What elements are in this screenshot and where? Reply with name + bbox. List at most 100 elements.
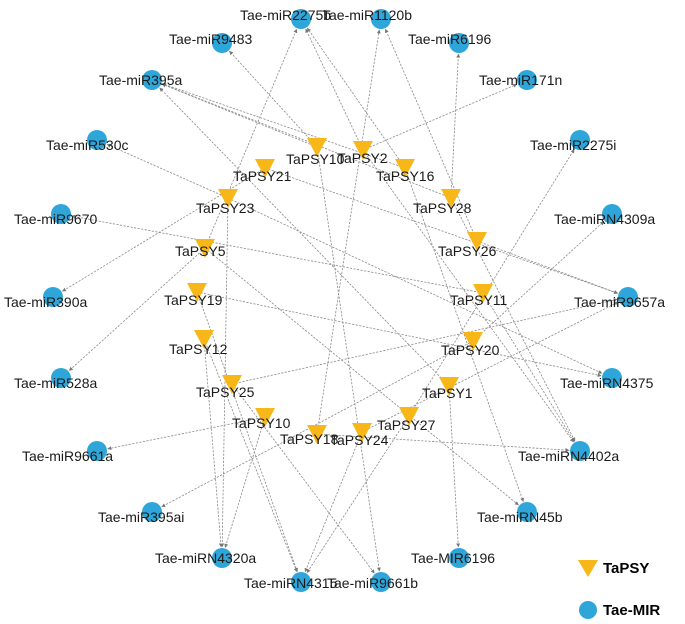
mir-label-m9483: Tae-miR9483: [169, 31, 252, 47]
mir-node-m395ai[interactable]: [142, 502, 162, 522]
edge-p10b-n4320a: [224, 416, 266, 548]
mir-node-m1120b[interactable]: [371, 9, 391, 29]
mir-node-n4315[interactable]: [291, 572, 311, 592]
edge-p23-m530c: [106, 144, 229, 199]
psy-label-p5: TaPSY5: [175, 243, 226, 259]
edge-p23-n4375: [227, 197, 603, 374]
mir-node-M6196[interactable]: [449, 548, 469, 568]
mir-label-n4315: Tae-miRN4315: [244, 575, 338, 591]
psy-label-p12: TaPSY12: [169, 341, 228, 357]
psy-label-p25: TaPSY25: [196, 384, 255, 400]
mir-node-n4375[interactable]: [602, 368, 622, 388]
psy-node-p18[interactable]: [307, 425, 327, 444]
mir-node-m171n[interactable]: [517, 70, 537, 90]
edge-p20-m395ai: [161, 340, 474, 508]
mir-node-m9670[interactable]: [51, 204, 71, 224]
psy-node-p23[interactable]: [218, 189, 238, 208]
edge-p28-m6196: [450, 53, 461, 199]
mir-node-m395a[interactable]: [142, 70, 162, 90]
mir-node-m9661a[interactable]: [87, 441, 107, 461]
edge-p16-m395a: [162, 82, 406, 169]
psy-node-p11[interactable]: [473, 284, 493, 303]
psy-label-p21: TaPSY21: [233, 168, 292, 184]
mir-node-m530c[interactable]: [87, 130, 107, 150]
psy-node-p27[interactable]: [399, 407, 419, 426]
edge-p2-n4402a: [362, 149, 574, 443]
edge-p24-m9657a: [361, 301, 619, 433]
edge-p10-m395a: [161, 83, 318, 148]
edge-p28-m395a: [161, 83, 452, 199]
mir-label-m9661b: Tae-miR9661b: [327, 575, 418, 591]
edge-p25-m9661b: [231, 383, 375, 574]
edge-p26-m1120b: [384, 28, 478, 242]
edge-p12-n4320a: [203, 338, 223, 548]
edge-p5-n45b: [204, 247, 519, 506]
legend-circle-icon: [579, 601, 597, 619]
psy-node-p5[interactable]: [195, 239, 215, 258]
edge-p19-n4315: [196, 291, 298, 573]
mir-node-n4320a[interactable]: [212, 548, 232, 568]
legend-label-1: Tae-MIR: [603, 602, 660, 619]
psy-label-p18: TaPSY18: [280, 431, 339, 447]
mir-label-m9657a: Tae-miR9657a: [574, 294, 665, 310]
mir-node-m9483[interactable]: [212, 33, 232, 53]
psy-node-p19[interactable]: [187, 283, 207, 302]
mir-node-m528a[interactable]: [51, 368, 71, 388]
edge-p10-m9483: [229, 50, 318, 148]
psy-node-p1[interactable]: [439, 377, 459, 396]
psy-label-p26: TaPSY26: [438, 243, 497, 259]
mir-node-m9661b[interactable]: [371, 572, 391, 592]
psy-node-p21[interactable]: [255, 159, 275, 178]
mir-label-M6196: Tae-MIR6196: [411, 550, 495, 566]
mir-label-n4309a: Tae-miRN4309a: [554, 211, 655, 227]
mir-node-m6196[interactable]: [449, 33, 469, 53]
mir-label-m6196: Tae-miR6196: [408, 31, 491, 47]
edge-p10-m9661b: [316, 146, 381, 572]
mir-label-m2275b: Tae-miR2275b: [240, 7, 331, 23]
psy-label-p23: TaPSY23: [196, 200, 255, 216]
edge-p1-M6196: [448, 385, 461, 548]
edge-p23-n4320a: [220, 197, 229, 548]
mir-label-m9661a: Tae-miR9661a: [22, 448, 113, 464]
psy-node-p25[interactable]: [222, 375, 242, 394]
psy-node-p28[interactable]: [441, 189, 461, 208]
psy-node-p10b[interactable]: [255, 408, 275, 427]
mir-node-m2275i[interactable]: [570, 130, 590, 150]
psy-node-p24[interactable]: [352, 423, 372, 442]
mir-label-m395a: Tae-miR395a: [99, 72, 182, 88]
psy-node-p12[interactable]: [194, 330, 214, 349]
mir-label-m171n: Tae-miR171n: [479, 72, 562, 88]
edge-layer: [62, 27, 619, 574]
mir-node-m9657a[interactable]: [618, 287, 638, 307]
psy-label-p24: TaPSY24: [330, 432, 389, 448]
edge-p5-m528a: [68, 247, 206, 371]
mir-node-m2275b[interactable]: [291, 9, 311, 29]
edge-p10b-m9661a: [107, 416, 266, 451]
psy-node-p2[interactable]: [353, 141, 373, 160]
edge-p1-m395a: [159, 87, 450, 387]
edge-p18-m1120b: [316, 29, 381, 435]
mir-label-n4375: Tae-miRN4375: [560, 375, 654, 391]
psy-label-p16: TaPSY16: [376, 168, 435, 184]
psy-label-p19: TaPSY19: [164, 292, 223, 308]
psy-node-p10[interactable]: [307, 138, 327, 157]
psy-node-p16[interactable]: [395, 159, 415, 178]
edge-p20-n4309a: [472, 221, 605, 342]
edge-p26-m9657a: [476, 240, 619, 294]
legend-triangle-icon: [578, 560, 598, 577]
edge-p2-m171n: [362, 83, 518, 151]
mir-label-m528a: Tae-miR528a: [14, 375, 97, 391]
psy-label-p10: TaPSY10: [286, 151, 345, 167]
mir-node-n45b[interactable]: [517, 502, 537, 522]
edge-p21-m9657a: [264, 167, 619, 294]
mir-label-m395ai: Tae-miR395ai: [98, 509, 184, 525]
psy-label-p2: TaPSY2: [337, 150, 388, 166]
psy-node-p20[interactable]: [463, 332, 483, 351]
psy-node-p26[interactable]: [467, 232, 487, 251]
mir-node-m390a[interactable]: [43, 287, 63, 307]
mir-node-n4309a[interactable]: [602, 204, 622, 224]
mir-node-n4402a[interactable]: [570, 441, 590, 461]
mir-label-n4402a: Tae-miRN4402a: [518, 448, 619, 464]
